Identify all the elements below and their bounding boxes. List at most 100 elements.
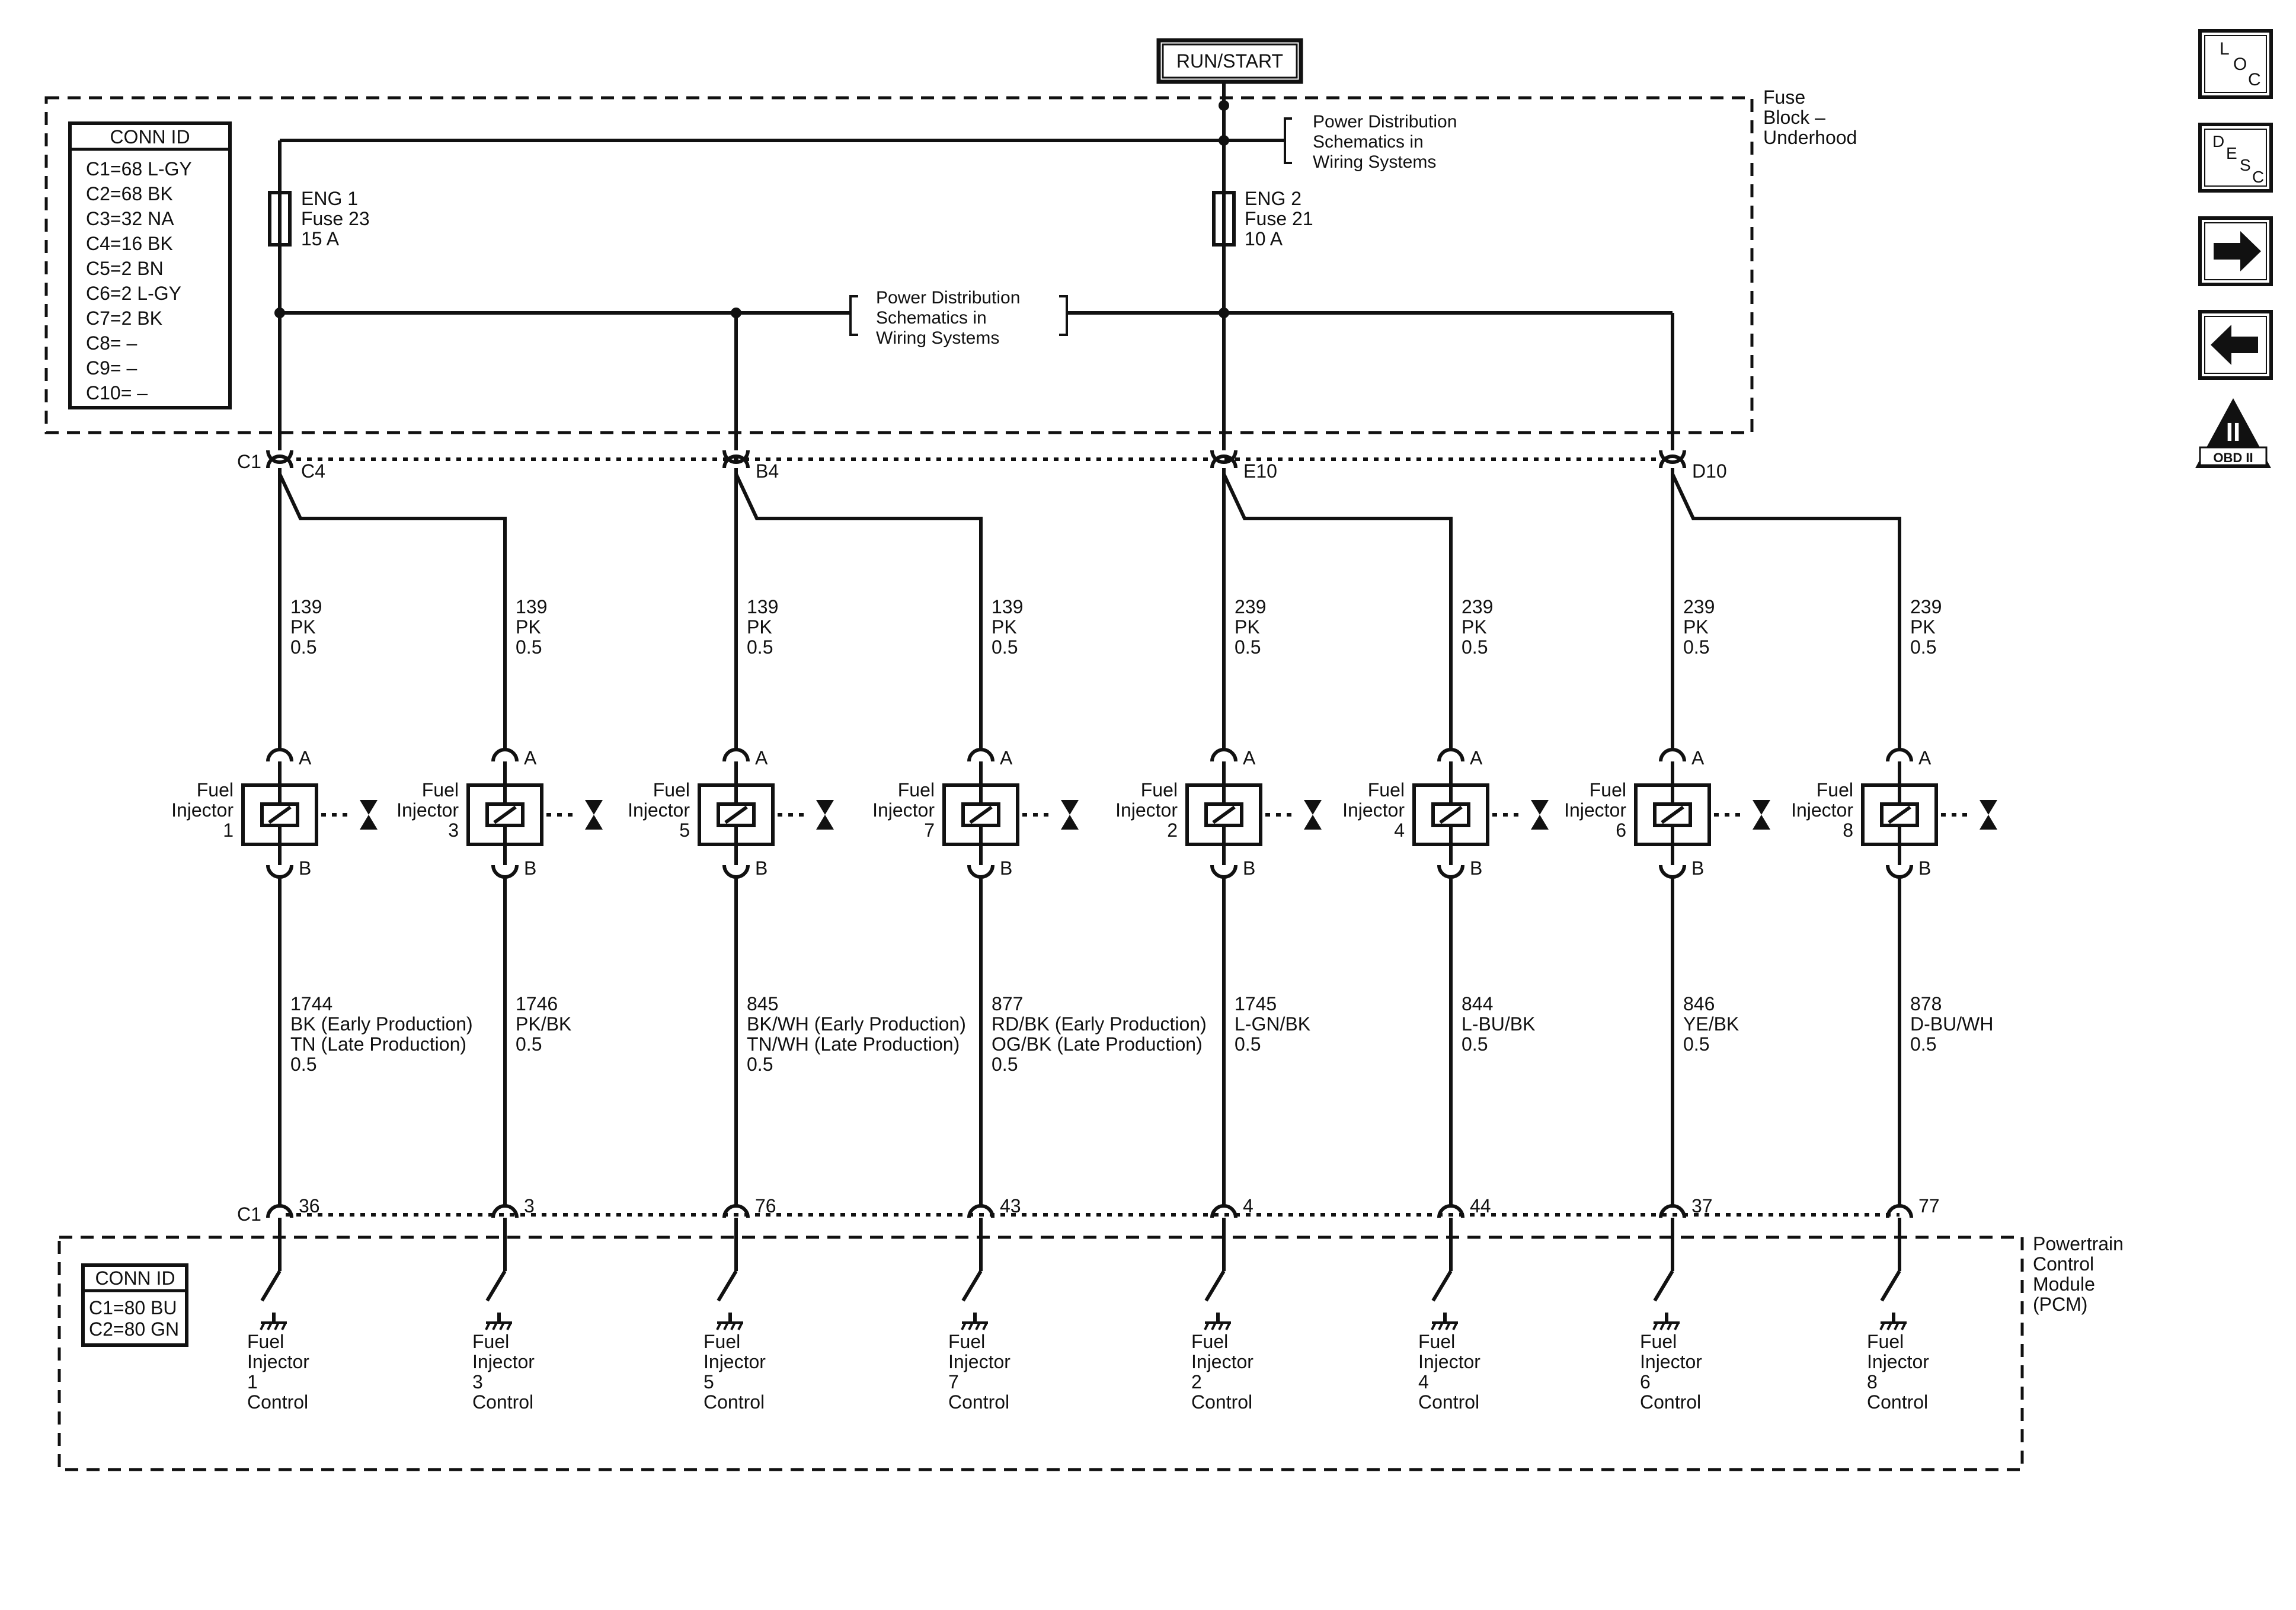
injector-label: Fuel [898, 779, 935, 801]
pcm-control-label: 7 [948, 1371, 959, 1393]
pcm-control-label: Control [1191, 1391, 1252, 1413]
control-wire-label: 1746 [516, 993, 558, 1014]
pin-b-connector [1210, 865, 1237, 879]
feed-wire-label: PK [992, 616, 1017, 638]
pcm-label-line: (PCM) [2033, 1294, 2087, 1315]
arrow-left-icon [2211, 325, 2258, 365]
ground-icon [260, 1321, 287, 1330]
pcm-control-label: Control [948, 1391, 1009, 1413]
control-wire-label: 0.5 [992, 1054, 1018, 1075]
pcm-control-label: 8 [1867, 1371, 1878, 1393]
desc-letter: S [2240, 156, 2251, 174]
fuse-block-c1-label: C1 [237, 451, 261, 472]
pcm-pin-connector [491, 1204, 519, 1218]
feed-wire-label: 239 [1235, 596, 1266, 617]
splice-dot [1219, 135, 1229, 146]
control-wire-label: 0.5 [1910, 1033, 1936, 1055]
pcm-control-label: Injector [1640, 1351, 1702, 1372]
ground-icon [1431, 1321, 1458, 1330]
power-dist-text: Wiring Systems [1313, 152, 1436, 172]
power-dist-bracket [1059, 295, 1068, 336]
conn-id-row: C2=80 GN [89, 1318, 179, 1340]
obd-ii-button[interactable]: II OBD II [2195, 398, 2271, 468]
control-wire-label: 877 [992, 993, 1023, 1014]
power-dist-text: Schematics in [1313, 132, 1424, 152]
conn-id-row: C8= – [86, 332, 137, 354]
fuse-eng2-label: ENG 2 Fuse 21 10 A [1245, 188, 1313, 249]
pcm-control-label: Fuel [948, 1331, 985, 1352]
feed-wire-label: 139 [290, 596, 322, 617]
conn-id-row: C3=32 NA [86, 208, 174, 229]
injector-label: Injector [1342, 799, 1405, 821]
power-dist-text: Wiring Systems [876, 328, 999, 348]
pin-b-label: B [1243, 857, 1255, 879]
pin-a-label: A [1691, 747, 1705, 769]
feed-wire-label: 239 [1462, 596, 1493, 617]
feed-wire-label: PK [747, 616, 772, 638]
feed-wire [278, 473, 507, 750]
desc-letter: C [2252, 168, 2264, 186]
fuse-label: ENG 1 [301, 188, 358, 209]
pin-b-label: B [1691, 857, 1704, 879]
feed-wire-label: PK [290, 616, 316, 638]
pin-b-connector [266, 865, 293, 879]
desc-button[interactable]: D E S C [2198, 123, 2273, 193]
pcm-pin-label: 77 [1918, 1195, 1940, 1217]
feed-wire-label: 0.5 [290, 636, 316, 658]
injector-circuit: 239PK0.5AFuelInjector2B1745L-GN/BK0.54Fu… [1115, 468, 1322, 1413]
pcm-control-label: Injector [948, 1351, 1011, 1372]
ground-icon [485, 1321, 512, 1330]
pcm-control-label: Fuel [247, 1331, 284, 1352]
pin-a-connector [967, 748, 994, 762]
ground-icon [1879, 1321, 1907, 1330]
fuel-valve-icon [1531, 800, 1549, 830]
fuse-label: 10 A [1245, 228, 1283, 249]
injector-label: Injector [872, 799, 935, 821]
pin-a-connector [491, 748, 519, 762]
fuel-valve-icon [1304, 800, 1322, 830]
pcm-control-label: Injector [247, 1351, 309, 1372]
injector-label: 2 [1167, 820, 1178, 841]
feed-wire-label: 0.5 [1235, 636, 1261, 658]
pcm-boundary [57, 1235, 2024, 1471]
injector-label: 3 [448, 820, 459, 841]
control-wire-label: BK (Early Production) [290, 1013, 473, 1035]
solenoid-slash [493, 805, 517, 824]
pcm-control-label: 1 [247, 1371, 258, 1393]
fuel-valve-icon [1753, 800, 1770, 830]
conn-id-table-pcm: CONN ID C1=80 BU C2=80 GN [81, 1263, 188, 1347]
splice-dot [274, 308, 285, 318]
injector-label: Fuel [1817, 779, 1853, 801]
run-start-supply: RUN/START [1156, 38, 1303, 84]
injector-circuit: 239PK0.5AFuelInjector6B846YE/BK0.537Fuel… [1564, 468, 1770, 1413]
pcm-control-label: Control [1418, 1391, 1479, 1413]
ground-icon [716, 1321, 743, 1330]
run-start-label: RUN/START [1176, 50, 1283, 72]
pcm-control-label: Fuel [1191, 1331, 1228, 1352]
pcm-control-label: Injector [703, 1351, 766, 1372]
pcm-control-label: 2 [1191, 1371, 1202, 1393]
pin-a-label: A [524, 747, 537, 769]
solenoid-slash [1439, 805, 1463, 824]
pin-a-label: A [1243, 747, 1256, 769]
loc-button[interactable]: L O C [2198, 29, 2273, 99]
feed-wire-label: 139 [992, 596, 1023, 617]
prev-page-button[interactable] [2198, 310, 2273, 380]
control-wire-label: L-GN/BK [1235, 1013, 1310, 1035]
control-wire-label: 846 [1683, 993, 1715, 1014]
injector-label: Fuel [1590, 779, 1626, 801]
conn-id-row: C10= – [86, 382, 148, 404]
control-wire-label: OG/BK (Late Production) [992, 1033, 1203, 1055]
solenoid-slash [268, 805, 292, 824]
conn-id-title: CONN ID [110, 126, 190, 148]
next-page-button[interactable] [2198, 216, 2273, 286]
fuel-valve-icon [585, 800, 603, 830]
injector-label: 5 [679, 820, 690, 841]
conn-id-row: C2=68 BK [86, 183, 173, 204]
driver-switch [961, 1270, 983, 1302]
pin-a-connector [1210, 748, 1237, 762]
control-wire-label: TN (Late Production) [290, 1033, 466, 1055]
control-wire-label: PK/BK [516, 1013, 571, 1035]
control-wire-label: 0.5 [516, 1033, 542, 1055]
